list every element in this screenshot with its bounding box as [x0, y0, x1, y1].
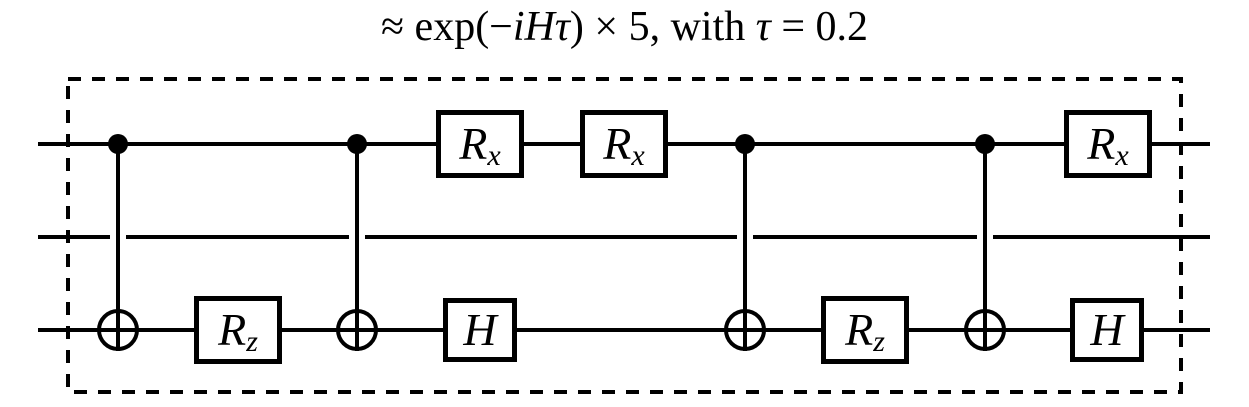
cnot-target-xor-icon [964, 309, 1006, 351]
gate-subscript-label: z [873, 325, 885, 358]
cnot-control-dot [735, 134, 755, 154]
gate-h-box: H [1070, 298, 1144, 362]
qubit-wire-segment [993, 235, 1210, 239]
title-tau-segment: τ [755, 4, 771, 50]
title-approx-exp-segment: ≈ exp(− [381, 4, 513, 50]
title-ihtau-segment: iHτ [512, 4, 570, 50]
cnot-vertical-connector [983, 142, 987, 351]
gate-subscript-label: z [246, 325, 258, 358]
cnot-target-xor-icon [97, 309, 139, 351]
gate-label: H [463, 304, 497, 355]
gate-label: R [218, 304, 247, 355]
cnot-control-dot [347, 134, 367, 154]
gate-subscript-label: x [487, 139, 501, 172]
cnot-control-dot [108, 134, 128, 154]
cnot-target-xor-icon [336, 309, 378, 351]
gate-label: R [845, 304, 874, 355]
title-tau-value-segment: = 0.2 [770, 4, 868, 50]
qubit-wire-segment [753, 235, 977, 239]
gate-label: R [459, 118, 488, 169]
title-times5-segment: ) × 5, with [569, 4, 756, 50]
circuit-title: ≈ exp(−iHτ) × 5, with τ = 0.2 [0, 2, 1249, 52]
gate-label: R [603, 118, 632, 169]
gate-label: R [1087, 118, 1116, 169]
gate-subscript-label: x [1115, 139, 1129, 172]
qubit-wire-segment [38, 235, 110, 239]
cnot-control-dot [975, 134, 995, 154]
cnot-vertical-connector [355, 142, 359, 351]
gate-h-box: H [443, 298, 517, 362]
qubit-wire-segment [38, 328, 1210, 332]
cnot-vertical-connector [116, 142, 120, 351]
qubit-wire-segment [365, 235, 737, 239]
cnot-vertical-connector [743, 142, 747, 351]
gate-label: H [1090, 304, 1124, 355]
qubit-wire-segment [126, 235, 349, 239]
cnot-target-xor-icon [724, 309, 766, 351]
gate-subscript-label: x [631, 139, 645, 172]
